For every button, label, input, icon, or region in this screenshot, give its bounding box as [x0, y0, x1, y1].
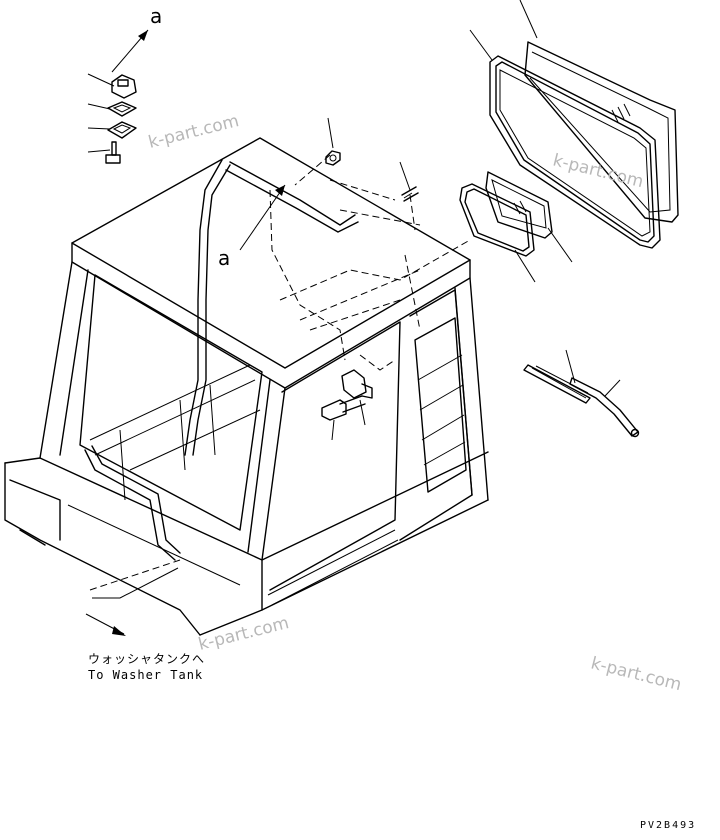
hidden-lines: [89, 154, 471, 591]
cab-frame: [4, 137, 489, 636]
view-arrow-a: [239, 184, 286, 251]
view-ref-a-top: a: [150, 4, 163, 28]
washer-hose: [84, 159, 359, 561]
view-ref-a-mid: a: [218, 246, 231, 270]
watermark: k-part.com: [146, 111, 241, 153]
watermark: k-part.com: [196, 613, 291, 655]
small-glass-assembly: [459, 171, 573, 283]
washer-nozzle-parts: [87, 29, 149, 164]
drawing-code: PV2B493: [640, 820, 697, 831]
washer-tank-arrow: [85, 567, 179, 636]
roof-fasteners: [325, 117, 419, 202]
wiper-motor-bracket: [321, 369, 373, 441]
wiper-assembly: [523, 349, 640, 438]
watermark: k-part.com: [551, 150, 646, 192]
washer-tank-label-en: To Washer Tank: [88, 668, 204, 682]
washer-tank-label-jp: ウォッシャタンクへ: [88, 652, 206, 666]
watermark: k-part.com: [589, 653, 684, 695]
side-glass-assembly: [469, 0, 679, 249]
